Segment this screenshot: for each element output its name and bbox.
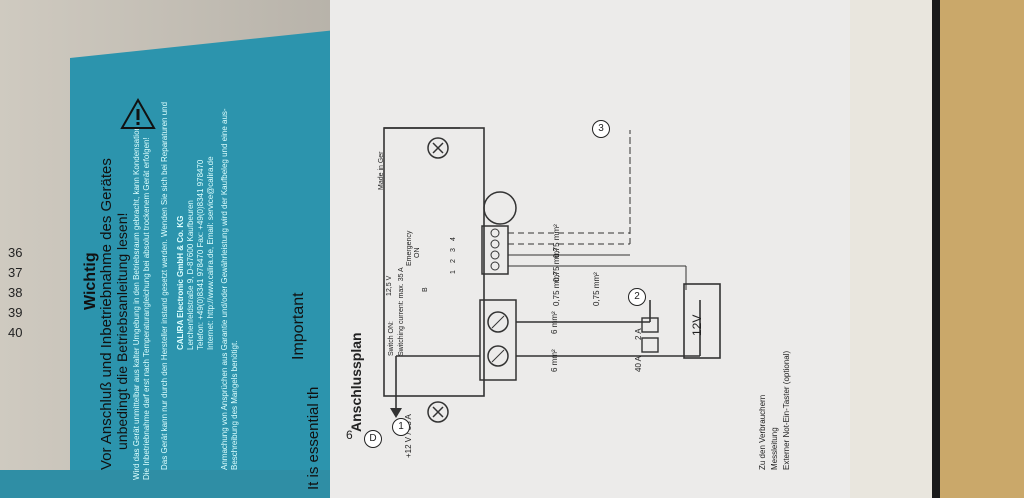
- terminal-2: 2: [450, 259, 457, 263]
- wiring-diagram: [383, 127, 721, 423]
- cable-075-4: 0,75 mm²: [592, 272, 601, 306]
- address-3: Telefon: +49(0)8341 978470 Fax: +49(0)83…: [196, 159, 205, 350]
- fuse-2-label: 2 A: [634, 328, 643, 340]
- voltage-label: 12,5 V: [386, 275, 393, 296]
- scale-40: 40: [8, 325, 23, 340]
- terminal-3: 3: [450, 248, 457, 252]
- terminal-1: 1: [450, 270, 457, 274]
- legend-3: Externer Not-Ein-Taster (optional): [782, 350, 791, 470]
- scale-37: 37: [8, 265, 23, 280]
- body-1: Wird das Gerät unmittelbar aus kalter Um…: [132, 126, 141, 480]
- marker-2: 2: [628, 288, 646, 306]
- heading-1: Vor Anschluß und Inbetriebnahme des Gerä…: [98, 158, 115, 470]
- on-label: ON: [414, 247, 421, 259]
- dark-stripe: [932, 0, 942, 498]
- right-paper: [840, 0, 940, 498]
- scale-36: 36: [8, 245, 23, 260]
- legend-1: Zu den Verbrauchern: [758, 394, 767, 470]
- important-heading: Important: [290, 292, 307, 360]
- scale-38: 38: [8, 285, 23, 300]
- b-label: B: [422, 287, 429, 292]
- manual-page: Anschlussplan Switch ON: Switching curre…: [330, 0, 850, 498]
- heading-2: unbedingt die Betriebsanleitung lesen!: [114, 212, 130, 450]
- body-3: Das Gerät kann nur durch den Hersteller …: [160, 101, 169, 470]
- address-2: Lerchenfeldstraße 9, D-87600 Kaufbeuren: [186, 200, 195, 350]
- warning-triangle-icon: [120, 98, 156, 129]
- page-badge: D: [364, 430, 382, 448]
- made-in-label: Made in Ger: [378, 151, 385, 190]
- terminal-4: 4: [450, 237, 457, 241]
- body-5: Beschreibung des Mangels benötigt.: [230, 340, 239, 470]
- title-de: Wichtig: [82, 252, 99, 310]
- cable-6mm-upper: 6 mm²: [550, 311, 559, 334]
- address-1: CALIRA Electronic GmbH & Co. KG: [176, 215, 185, 350]
- scale-39: 39: [8, 305, 23, 320]
- teal-bottom-strip: [0, 470, 330, 498]
- battery-label: 12V: [690, 314, 704, 336]
- emergency-label: Emergency: [406, 230, 413, 266]
- essential-text: It is essential th: [305, 386, 322, 490]
- marker-1: 1: [392, 418, 410, 436]
- body-2: Die Inbetriebnahme darf erst nach Temper…: [142, 137, 151, 480]
- page-number: 6: [346, 428, 353, 442]
- legend-2: Messleitung: [770, 427, 779, 470]
- address-4: Internet: http://www.calira.de, Email: s…: [206, 156, 215, 350]
- cable-075-3: 0,75 mm²: [552, 272, 561, 306]
- fuse-40-label: 40 A: [634, 355, 643, 372]
- switching-current-label: Switching current: max. 35 A: [398, 267, 405, 356]
- body-4: Anmachung von Ansprüchen aus Garantie un…: [220, 108, 229, 470]
- diagram-title: Anschlussplan: [348, 332, 364, 432]
- marker-3: 3: [592, 120, 610, 138]
- cable-6mm-lower: 6 mm²: [550, 349, 559, 372]
- wood-surface: [940, 0, 1024, 498]
- switch-on-label: Switch ON:: [388, 320, 395, 356]
